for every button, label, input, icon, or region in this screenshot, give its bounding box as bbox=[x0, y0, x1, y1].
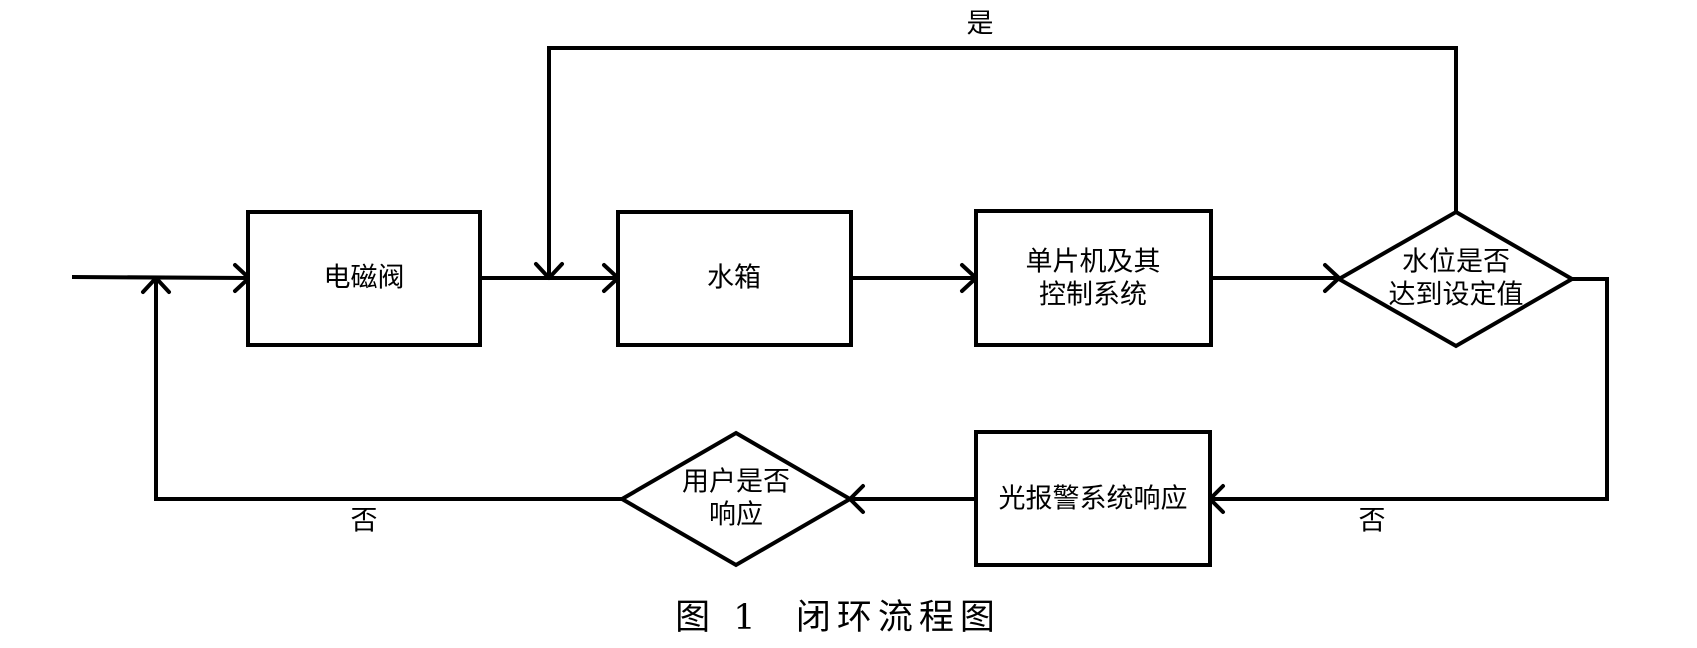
arrowhead-yes-down bbox=[534, 262, 564, 280]
mcu-label-line1: 单片机及其 bbox=[1026, 247, 1161, 278]
no-feedback-line bbox=[154, 278, 622, 501]
yes-feedback-line bbox=[547, 46, 1458, 278]
alarm-label: 光报警系统响应 bbox=[999, 484, 1188, 515]
arrowhead-no-up bbox=[141, 276, 171, 294]
no-edge-label-right: 否 bbox=[1359, 506, 1386, 537]
user-check-label-line1: 用户是否 bbox=[682, 467, 790, 498]
tank-label: 水箱 bbox=[707, 263, 761, 294]
user-check-label-line2: 响应 bbox=[709, 500, 763, 531]
input-line bbox=[71, 275, 249, 280]
check-label-line1: 水位是否 bbox=[1402, 247, 1510, 278]
tank-box bbox=[616, 210, 853, 347]
no-edge-label-left: 否 bbox=[351, 506, 378, 537]
mcu-box bbox=[974, 209, 1213, 347]
alarm-box bbox=[974, 430, 1212, 567]
mcu-label-line2: 控制系统 bbox=[1039, 280, 1147, 311]
valve-label: 电磁阀 bbox=[324, 263, 405, 294]
water-level-decision bbox=[1334, 209, 1576, 349]
figure-caption: 图 1 闭环流程图 bbox=[675, 598, 1001, 638]
user-response-decision bbox=[618, 430, 854, 568]
yes-edge-label: 是 bbox=[967, 9, 994, 40]
check-label-line2: 达到设定值 bbox=[1389, 280, 1524, 311]
no-to-alarm-line bbox=[1210, 277, 1609, 501]
valve-box bbox=[246, 210, 482, 347]
